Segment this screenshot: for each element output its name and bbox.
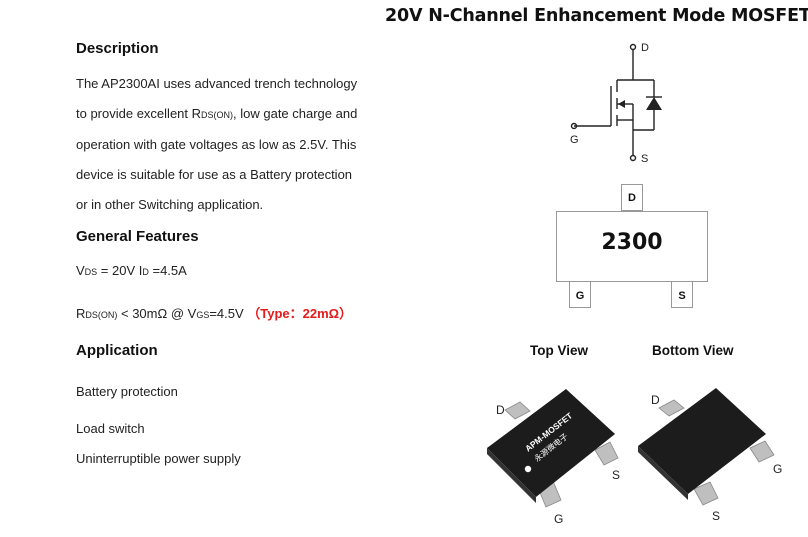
description-line: operation with gate voltages as low as 2…	[76, 137, 357, 152]
bottom-view-pin-s: S	[712, 509, 720, 523]
package-marking: 2300	[601, 230, 663, 255]
typical-value: （Type：22mΩ）	[247, 306, 353, 321]
top-view-pin-d: D	[496, 403, 505, 417]
top-view-pin-g: G	[554, 512, 563, 526]
page-title: 20V N-Channel Enhancement Mode MOSFET	[385, 6, 808, 26]
description-line: The AP2300AI uses advanced trench techno…	[76, 76, 358, 91]
pin-d-box: D	[621, 184, 643, 211]
description-heading: Description	[76, 40, 159, 57]
application-item: Load switch	[76, 421, 145, 436]
top-view-pin-s: S	[612, 468, 620, 482]
bottom-view-pin-d: D	[651, 393, 660, 407]
symbol-drain-label: D	[641, 42, 649, 54]
top-view-label: Top View	[530, 343, 589, 358]
bottom-view-label: Bottom View	[652, 343, 734, 358]
feature-rdson: RDS(ON) < 30mΩ @ VGS=4.5V （Type：22mΩ）	[76, 306, 353, 321]
symbol-gate-label: G	[570, 134, 579, 146]
pin-g-box: G	[569, 281, 591, 308]
bottom-view-pin-g: G	[773, 462, 782, 476]
description-line: to provide excellent RDS(ON), low gate c…	[76, 106, 358, 121]
package-body	[556, 211, 708, 282]
pin-s-box: S	[671, 281, 693, 308]
description-line: device is suitable for use as a Battery …	[76, 167, 353, 182]
application-item: Battery protection	[76, 384, 178, 399]
description-line: or in other Switching application.	[76, 197, 264, 212]
symbol-source-label: S	[641, 153, 648, 165]
features-heading: General Features	[76, 228, 199, 245]
application-item: Uninterruptible power supply	[76, 451, 241, 466]
feature-vds-id: VDS = 20V ID =4.5A	[76, 263, 187, 278]
application-heading: Application	[76, 342, 158, 359]
